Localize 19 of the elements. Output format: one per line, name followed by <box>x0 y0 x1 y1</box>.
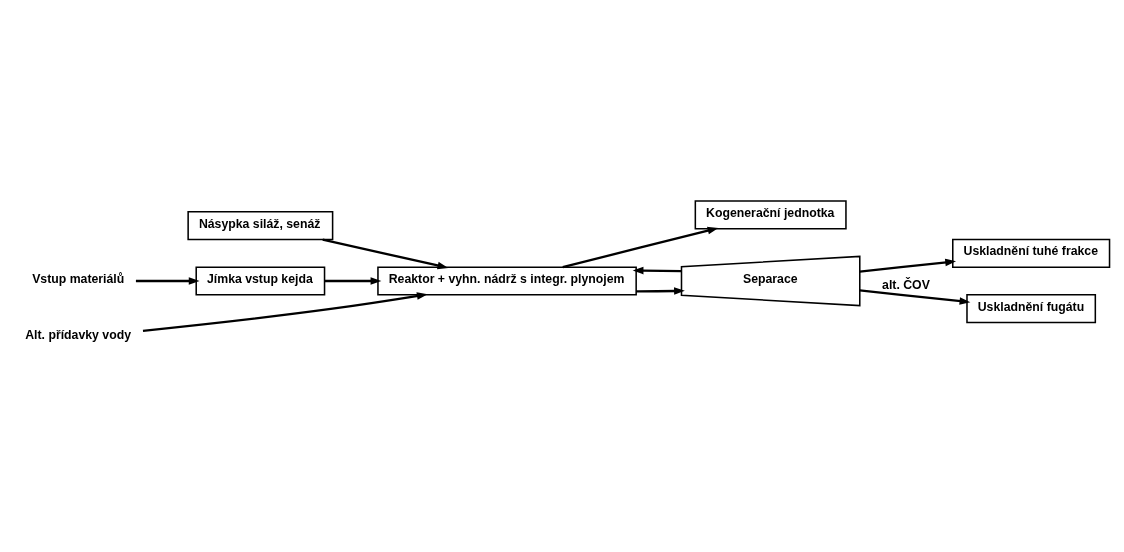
node-text: Vstup materiálů <box>32 272 125 287</box>
arrow <box>142 292 428 332</box>
arrow <box>135 277 200 285</box>
arrow <box>562 226 719 269</box>
node-box: Násypka siláž, senáž <box>187 211 334 241</box>
arrow <box>859 289 971 305</box>
arrow <box>859 258 957 273</box>
node-box: Separace <box>680 255 861 307</box>
arrow <box>322 238 449 270</box>
node-box: Kogenerační jednotka <box>694 200 847 230</box>
node-box: Uskladnění tuhé frakce <box>952 238 1111 268</box>
node-box: Jímka vstup kejda <box>195 266 326 296</box>
arrow <box>324 277 382 285</box>
arrow <box>636 287 685 295</box>
arrow <box>632 266 682 275</box>
node-text: Alt. přídavky vody <box>25 328 132 343</box>
node-box: Uskladnění fugátu <box>966 294 1097 324</box>
edge-label: alt. ČOV <box>882 277 930 292</box>
node-box: Reaktor + vyhn. nádrž s integr. plynojem <box>377 266 637 296</box>
